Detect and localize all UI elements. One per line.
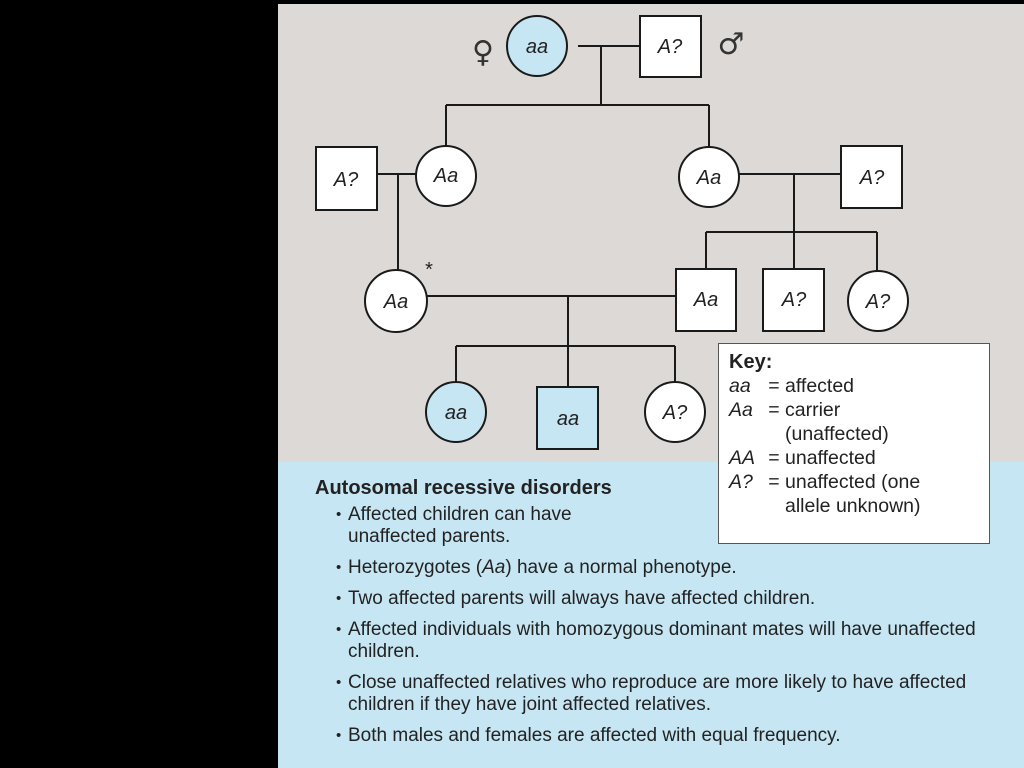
gen4-son-affected [536, 386, 599, 450]
info-title: Autosomal recessive disorders [315, 477, 612, 499]
pedigree-lines [377, 45, 878, 387]
info-bullet: Close unaffected relatives who reproduce… [336, 672, 1006, 716]
gen4-daughter2 [644, 381, 706, 443]
female-symbol: ♀ [472, 35, 494, 70]
key-description: carrier [785, 399, 841, 421]
key-genotype: A? [729, 471, 753, 493]
info-bullet-text-a: Heterozygotes ( [348, 557, 483, 578]
gen1-female-affected [506, 15, 568, 77]
gen2-left-daughter-label: Aa [433, 165, 458, 187]
gen3-female-sibling-label: A? [865, 291, 891, 313]
key-equals: = [768, 399, 780, 421]
key-description: unaffected [785, 447, 876, 469]
info-bullet-genotype: Aa [482, 557, 506, 578]
gen2-left-daughter [415, 145, 477, 207]
gen3-proband [364, 269, 428, 333]
key-note: (unaffected) [785, 423, 889, 445]
gen1-male-label: A? [657, 36, 683, 58]
gen2-left-spouse [315, 146, 378, 211]
gen3-male-sibling-label: A? [781, 289, 807, 311]
gen2-left-spouse-label: A? [333, 169, 359, 191]
gen1-female-label: aa [526, 36, 548, 58]
key-description: unaffected (one [785, 471, 921, 493]
key-title: Key: [729, 351, 773, 373]
key-row: Aa = carrier [729, 398, 979, 422]
key-equals: = [768, 447, 780, 469]
gen2-right-daughter-label: Aa [696, 167, 721, 189]
info-bullet: Heterozygotes (Aa) have a normal phenoty… [336, 557, 1006, 579]
gen4-daughter-affected [425, 381, 487, 443]
key-row: A? = unaffected (one [729, 470, 979, 494]
gen3-proband-label: Aa [383, 291, 408, 313]
info-bullet: Both males and females are affected with… [336, 725, 1006, 747]
key-genotype: AA [729, 447, 756, 469]
pedigree-panel: ♀ aa A? ♂ A? Aa Aa A? Aa * Aa A? A? [278, 4, 1024, 462]
gen3-son [675, 268, 737, 332]
gen3-son-label: Aa [693, 289, 718, 311]
key-note: allele unknown) [785, 495, 921, 517]
key-genotype: Aa [729, 399, 753, 421]
info-bullet-text-b: ) have a normal phenotype. [505, 557, 737, 578]
info-bullet: Affected individuals with homozygous dom… [336, 619, 1006, 663]
pedigree-chart: ♀ aa A? ♂ A? Aa Aa A? Aa * Aa A? A? [315, 15, 909, 450]
key-equals: = [768, 375, 780, 397]
info-bullet: Affected children can have unaffected pa… [336, 504, 638, 548]
gen2-right-spouse-label: A? [859, 167, 885, 189]
key-row: AA = unaffected [729, 446, 979, 470]
gen4-daughter-label: aa [445, 402, 467, 424]
male-symbol: ♂ [718, 27, 745, 62]
gen4-son-label: aa [557, 408, 579, 430]
key-equals: = [768, 471, 780, 493]
gen1-male [639, 15, 702, 78]
key-row: aa = affected [729, 374, 979, 398]
gen2-right-spouse [840, 145, 903, 209]
legend-key: Key: aa = affected Aa = carrier (unaffec… [718, 343, 990, 544]
gen3-male-sibling [762, 268, 825, 332]
info-bullet-list: Affected children can have unaffected pa… [336, 504, 1006, 756]
gen4-daughter2-label: A? [662, 402, 688, 424]
key-description: affected [785, 375, 855, 397]
info-bullet: Two affected parents will always have af… [336, 588, 1006, 610]
proband-marker: * [425, 259, 433, 281]
gen3-female-sibling [847, 270, 909, 332]
key-genotype: aa [729, 375, 751, 397]
pedigree-figure: ♀ aa A? ♂ A? Aa Aa A? Aa * Aa A? A? [278, 4, 1024, 768]
gen2-right-daughter [678, 146, 740, 208]
